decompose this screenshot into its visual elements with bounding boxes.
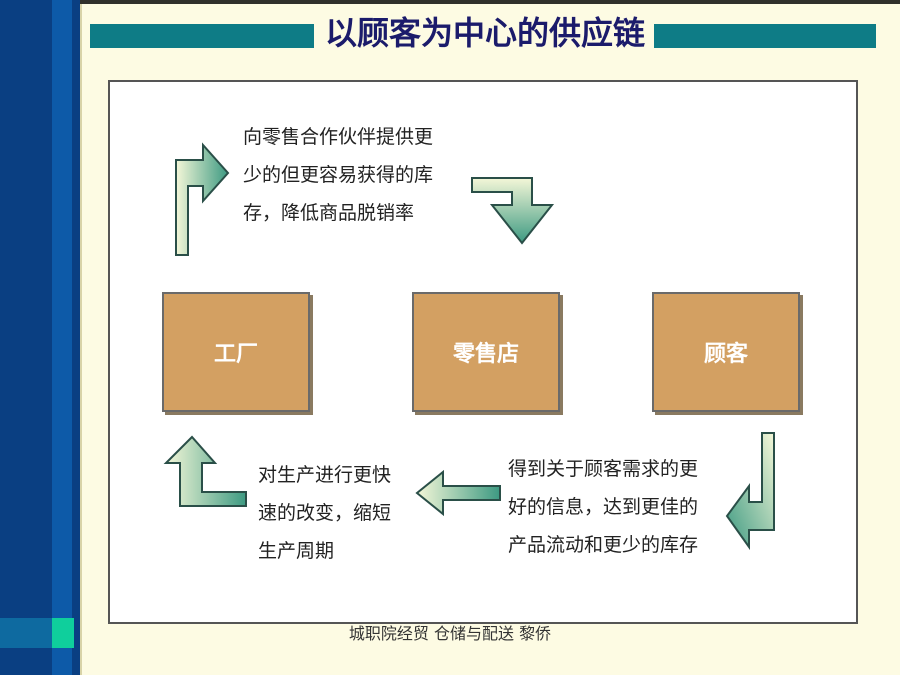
note-production-cycle: 对生产进行更快 速的改变，缩短 生产周期 bbox=[258, 456, 391, 570]
note-line: 少的但更容易获得的库 bbox=[243, 164, 434, 186]
note-line: 对生产进行更快 bbox=[258, 464, 392, 486]
arrow-right-down bbox=[471, 177, 555, 245]
node-retail-store-label: 零售店 bbox=[452, 342, 519, 367]
arrow-down-left bbox=[725, 432, 775, 551]
node-retail-store: 零售店 bbox=[412, 292, 560, 412]
sidebar-dark-stripe bbox=[0, 0, 52, 675]
node-customer-label: 顾客 bbox=[703, 342, 748, 367]
note-line: 得到关于顾客需求的更 bbox=[508, 458, 699, 480]
note-line: 生产周期 bbox=[258, 540, 335, 562]
node-customer: 顾客 bbox=[652, 292, 800, 412]
note-line: 产品流动和更少的库存 bbox=[508, 534, 699, 556]
arrow-left bbox=[415, 469, 501, 517]
sidebar-teal-block bbox=[0, 618, 52, 648]
note-line: 存，降低商品脱销率 bbox=[243, 202, 415, 224]
node-factory-label: 工厂 bbox=[213, 342, 258, 367]
note-line: 速的改变，缩短 bbox=[258, 502, 392, 524]
arrow-left-up bbox=[163, 435, 247, 507]
note-customer-demand: 得到关于顾客需求的更 好的信息，达到更佳的 产品流动和更少的库存 bbox=[508, 450, 698, 564]
slide-top-border bbox=[80, 0, 900, 4]
sidebar-mid-stripe bbox=[52, 0, 72, 675]
note-line: 向零售合作伙伴提供更 bbox=[243, 126, 434, 148]
note-retail-partners: 向零售合作伙伴提供更 少的但更容易获得的库 存，降低商品脱销率 bbox=[243, 118, 433, 232]
node-factory: 工厂 bbox=[162, 292, 310, 412]
arrow-up-right bbox=[175, 142, 230, 256]
note-line: 好的信息，达到更佳的 bbox=[508, 496, 699, 518]
title-band-left bbox=[90, 24, 314, 48]
slide-title: 以顾客为中心的供应链 bbox=[324, 14, 645, 52]
sidebar-edge-stripe bbox=[72, 0, 80, 675]
sidebar-green-block bbox=[52, 618, 74, 648]
title-band-right bbox=[654, 24, 876, 48]
slide-footer: 城职院经贸 仓储与配送 黎侨 bbox=[348, 624, 552, 643]
